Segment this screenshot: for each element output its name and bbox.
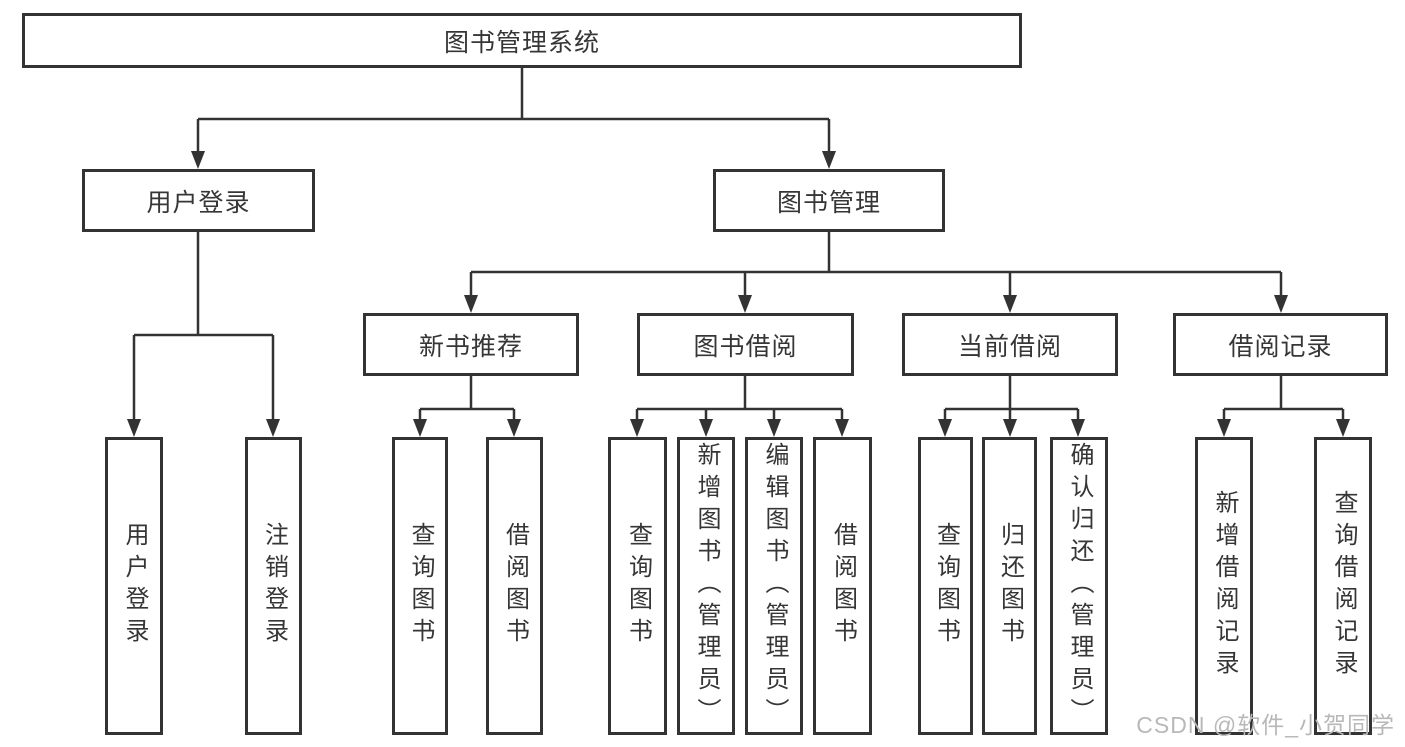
leaf-br-add-record-label: 新增借阅记录 (1211, 490, 1238, 682)
node-borrow-record-label: 借阅记录 (1228, 332, 1333, 361)
leaf-bb-edit-books-admin-label: 编辑图书（管理员） (761, 442, 788, 730)
leaf-bb-edit-books-admin: 编辑图书（管理员） (745, 437, 803, 735)
leaf-cb-query-books-label: 查询图书 (932, 522, 960, 650)
node-root-system: 图书管理系统 (22, 13, 1022, 68)
leaf-bb-query-books-label: 查询图书 (624, 522, 652, 650)
leaf-user-login-label: 用户登录 (121, 522, 148, 650)
leaf-nbr-query-books-label: 查询图书 (407, 522, 434, 650)
connector-root-to-level2 (191, 68, 836, 169)
connector-new-book-rec-children (413, 376, 521, 437)
leaf-br-query-record-label: 查询借阅记录 (1330, 490, 1357, 682)
node-book-mgmt: 图书管理 (713, 169, 945, 232)
node-book-borrow: 图书借阅 (637, 313, 854, 376)
leaf-bb-add-books-admin-label: 新增图书（管理员） (693, 442, 720, 730)
connector-book-mgmt-children (464, 232, 1288, 313)
node-new-book-rec-label: 新书推荐 (418, 332, 523, 361)
connector-current-borrow-children (938, 376, 1085, 437)
node-book-borrow-label: 图书借阅 (693, 332, 798, 361)
leaf-nbr-borrow-books: 借阅图书 (486, 437, 543, 735)
node-new-book-rec: 新书推荐 (363, 313, 579, 376)
connector-book-borrow-children (630, 376, 849, 437)
node-borrow-record: 借阅记录 (1173, 313, 1388, 376)
leaf-logout: 注销登录 (245, 437, 302, 735)
leaf-cb-return-books-label: 归还图书 (996, 522, 1024, 650)
node-current-borrow: 当前借阅 (902, 313, 1118, 376)
leaf-bb-borrow-books-label: 借阅图书 (829, 522, 857, 650)
leaf-cb-return-books: 归还图书 (982, 437, 1037, 735)
leaf-br-query-record: 查询借阅记录 (1314, 437, 1372, 735)
node-book-mgmt-label: 图书管理 (776, 188, 881, 217)
leaf-bb-add-books-admin: 新增图书（管理员） (677, 437, 735, 735)
leaf-user-login: 用户登录 (105, 437, 163, 735)
leaf-bb-query-books: 查询图书 (608, 437, 667, 735)
node-current-borrow-label: 当前借阅 (957, 332, 1062, 361)
leaf-cb-confirm-return-admin: 确认归还（管理员） (1050, 437, 1108, 735)
node-root-system-label: 图书管理系统 (443, 28, 600, 57)
leaf-br-add-record: 新增借阅记录 (1195, 437, 1253, 735)
connector-user-login-children (127, 232, 280, 437)
connector-borrow-record-children (1217, 376, 1350, 437)
leaf-logout-label: 注销登录 (260, 522, 288, 650)
leaf-nbr-query-books: 查询图书 (392, 437, 448, 735)
leaf-nbr-borrow-books-label: 借阅图书 (501, 522, 529, 650)
leaf-bb-borrow-books: 借阅图书 (813, 437, 872, 735)
node-user-login-label: 用户登录 (146, 188, 251, 217)
csdn-watermark: CSDN @软件_小贺同学 (1136, 712, 1395, 738)
leaf-cb-query-books: 查询图书 (918, 437, 973, 735)
leaf-cb-confirm-return-admin-label: 确认归还（管理员） (1066, 442, 1093, 730)
node-user-login: 用户登录 (82, 169, 315, 232)
